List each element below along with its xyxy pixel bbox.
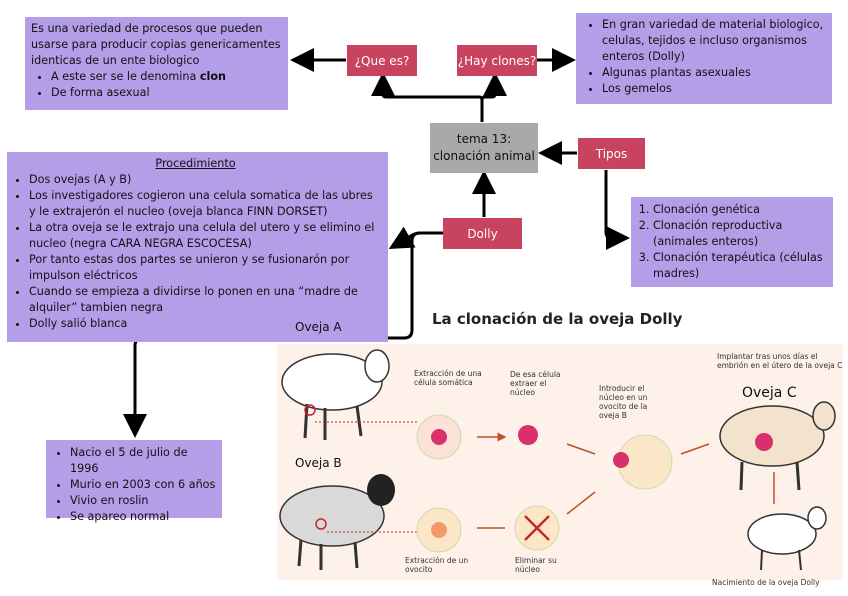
clones-item: En gran variedad de material biologico, …	[602, 17, 826, 65]
hay-clones-node: ¿Hay clones?	[457, 45, 537, 76]
dolly-node: Dolly	[443, 218, 522, 249]
oveja-c-label: Oveja C	[742, 385, 797, 401]
procedure-box: Procedimiento Dos ovejas (A y B) Los inv…	[7, 152, 388, 342]
clon-prefix: A este ser se le denomina	[51, 70, 200, 83]
step-somatic-extraction: Extracción de una célula somática	[414, 369, 482, 387]
illustration-graphics	[277, 344, 843, 580]
procedure-item: Los investigadores cogieron una celula s…	[29, 188, 382, 220]
central-topic-line2: clonación animal	[433, 149, 535, 163]
dolly-cloning-illustration: La clonación de la oveja Dolly Oveja A O…	[277, 304, 848, 596]
facts-box: Nacio el 5 de julio de 1996 Murio en 200…	[46, 440, 222, 523]
somatic-cell-icon	[416, 414, 462, 460]
que-es-node: ¿Que es?	[347, 45, 417, 76]
step-birth: Nacimiento de la oveja Dolly	[712, 578, 820, 587]
clones-box: En gran variedad de material biologico, …	[576, 13, 832, 104]
baby-dolly-icon	[747, 506, 827, 571]
ovocyte-icon	[416, 507, 462, 553]
tipos-label: Tipos	[595, 146, 628, 161]
definition-bullet-clon: A este ser se le denomina clon	[51, 69, 282, 85]
clones-item: Los gemelos	[602, 81, 826, 97]
step-extract-nucleus: De esa célula extraer el núcleo	[510, 370, 561, 397]
oveja-b-label: Oveja B	[295, 456, 342, 470]
facts-item: Vivio en roslin	[70, 493, 218, 509]
sheep-c-icon	[719, 401, 836, 491]
facts-item: Se apareo normal	[70, 509, 218, 525]
definition-bullet-asexual: De forma asexual	[51, 85, 282, 101]
dolly-label: Dolly	[467, 226, 498, 241]
step-remove-nucleus: Eliminar su núcleo	[515, 556, 557, 574]
types-box: Clonación genética Clonación reproductiv…	[631, 197, 833, 287]
central-topic-node: tema 13: clonación animal	[430, 123, 538, 173]
que-es-label: ¿Que es?	[354, 53, 410, 68]
step-introduce-nucleus: Introducir el núcleo en un ovocito de la…	[599, 384, 648, 420]
sheep-a-icon	[281, 349, 390, 440]
clon-word: clon	[199, 70, 226, 83]
procedure-item: Dolly salió blanca	[29, 316, 382, 332]
types-item: Clonación terapéutica (células madres)	[653, 250, 829, 282]
facts-item: Murio en 2003 con 6 años	[70, 477, 218, 493]
facts-item: Nacio el 5 de julio de 1996	[70, 445, 218, 477]
step-ovocyte-extraction: Extracción de un ovocito	[405, 556, 469, 574]
definition-text: Es una variedad de procesos que pueden u…	[31, 22, 281, 67]
oveja-a-label: Oveja A	[295, 320, 342, 334]
clones-item: Algunas plantas asexuales	[602, 65, 826, 81]
extracted-nucleus-icon	[518, 425, 538, 445]
procedure-title: Procedimiento	[155, 157, 236, 170]
illustration-title: La clonación de la oveja Dolly	[432, 310, 683, 328]
definition-box: Es una variedad de procesos que pueden u…	[25, 17, 288, 110]
procedure-item: Cuando se empieza a dividirse lo ponen e…	[29, 284, 382, 316]
central-topic-line1: tema 13:	[456, 132, 512, 146]
types-item: Clonación reproductiva (animales enteros…	[653, 218, 829, 250]
hay-clones-label: ¿Hay clones?	[457, 53, 537, 68]
tipos-node: Tipos	[578, 138, 645, 169]
procedure-item: Dos ovejas (A y B)	[29, 172, 382, 188]
types-item: Clonación genética	[653, 202, 829, 218]
procedure-item: Por tanto estas dos partes se unieron y …	[29, 252, 382, 284]
sheep-b-icon	[279, 474, 395, 570]
step-implant: Implantar tras unos días el embrión en e…	[717, 352, 843, 370]
procedure-item: La otra oveja se le extrajo una celula d…	[29, 220, 382, 252]
ovocyte-with-nucleus-icon	[613, 434, 673, 490]
enucleated-ovocyte-icon	[514, 505, 560, 551]
